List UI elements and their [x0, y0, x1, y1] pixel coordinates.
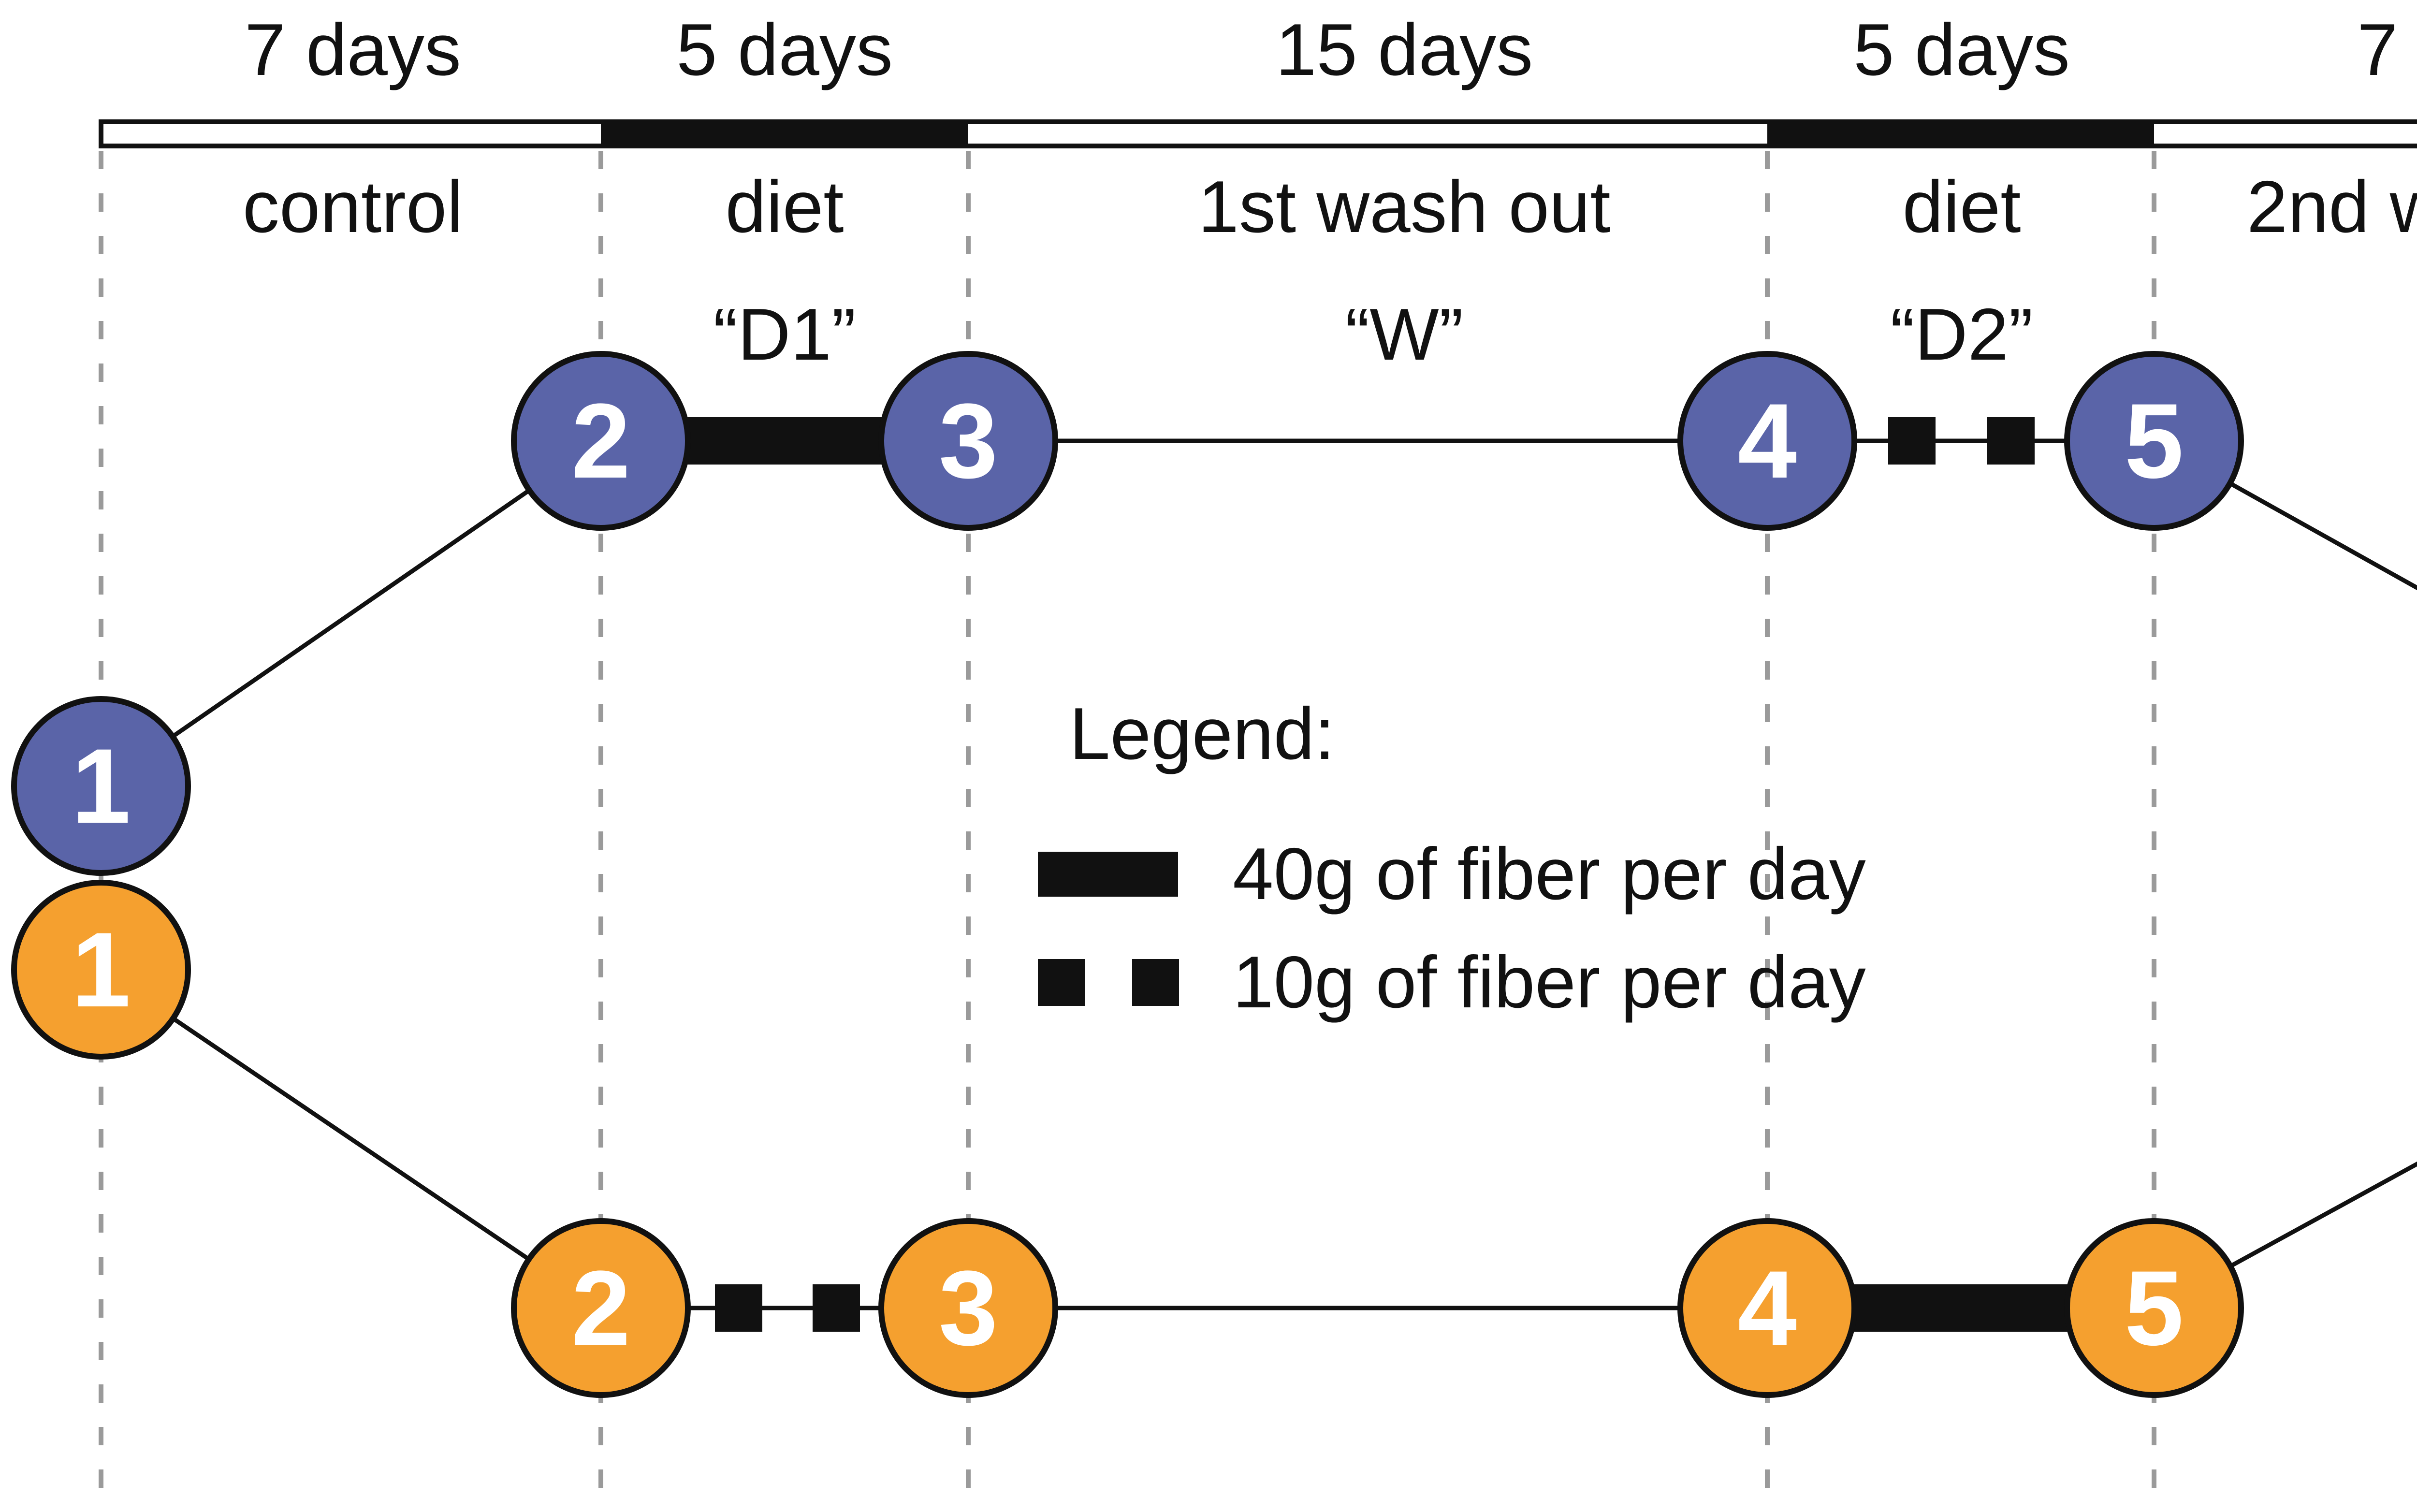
node-orange-3: 3 [878, 1218, 1058, 1398]
timeline-diet-segment-2 [1767, 119, 2154, 148]
node-orange-1: 1 [11, 880, 191, 1060]
code-label-d1: “D1” [713, 293, 856, 376]
node-blue-3: 3 [878, 351, 1058, 531]
edges [100, 438, 2417, 1310]
duration-label-5: 7 days [2357, 9, 2417, 91]
edge-orange-5-6 [2153, 1161, 2417, 1310]
legend-swatch-10g-square-b [1132, 959, 1179, 1006]
timeline-diet-segment-1 [601, 119, 968, 148]
legend-label-10g: 10g of fiber per day [1233, 941, 1866, 1023]
square-orange-2-3-b [813, 1284, 860, 1332]
phase-label-2nd-wash-out: 2nd wash out [2246, 166, 2417, 248]
duration-label-3: 15 days [1275, 9, 1533, 91]
node-blue-1: 1 [11, 696, 191, 876]
code-label-d2: “D2” [1890, 293, 2033, 376]
legend-swatch-40g-bar [1038, 852, 1178, 897]
phase-label-diet-1: diet [725, 166, 844, 248]
node-blue-5: 5 [2064, 351, 2244, 531]
legend-swatch-10g-square-a [1038, 959, 1085, 1006]
duration-label-2: 5 days [676, 9, 893, 91]
legend-label-40g: 40g of fiber per day [1233, 833, 1866, 915]
node-orange-5: 5 [2064, 1218, 2244, 1398]
edge-blue-5-6 [2153, 439, 2417, 591]
fiber-10g-squares [715, 417, 2035, 1332]
phase-label-control: control [242, 166, 464, 248]
node-orange-2: 2 [511, 1218, 691, 1398]
node-blue-4: 4 [1677, 351, 1857, 531]
square-orange-2-3-a [715, 1284, 762, 1332]
edge-orange-1-2 [100, 968, 602, 1310]
duration-label-1: 7 days [245, 9, 461, 91]
square-blue-4-5-a [1888, 417, 1936, 465]
node-blue-2: 2 [511, 351, 691, 531]
square-blue-4-5-b [1987, 417, 2035, 465]
phase-label-diet-2: diet [1902, 166, 2021, 248]
edge-blue-1-2 [100, 439, 602, 788]
code-label-w: “W” [1345, 293, 1464, 376]
phase-label-1st-wash-out: 1st wash out [1198, 166, 1611, 248]
duration-label-4: 5 days [1853, 9, 2070, 91]
legend-title: Legend: [1069, 693, 1335, 775]
node-orange-4: 4 [1677, 1218, 1857, 1398]
